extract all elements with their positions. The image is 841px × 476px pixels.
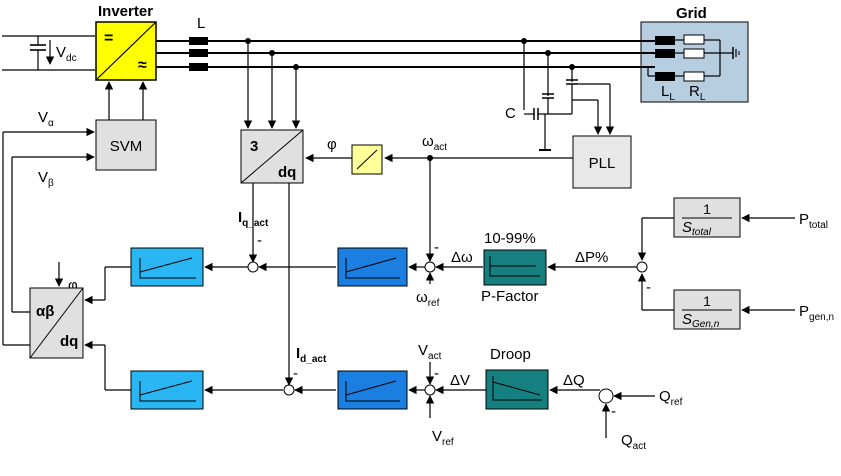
svg-text:-: - [646, 279, 651, 296]
svg-text:-: - [293, 365, 298, 382]
sum-q [598, 388, 614, 404]
filter-capacitors [523, 41, 615, 151]
delta-q-label: ΔQ [563, 372, 585, 389]
vref-label: Vref [432, 428, 454, 448]
grid-title: Grid [676, 5, 707, 22]
iq-act-label: Iq_act [238, 209, 269, 229]
phase-integrator-block [351, 144, 383, 175]
omega-act-label: ωact [422, 133, 447, 153]
v-alpha-label: Vα [38, 109, 54, 129]
pll-label: PLL [589, 155, 616, 172]
phi-label-top: φ [327, 136, 337, 153]
delta-p-label: ΔP% [575, 249, 608, 266]
voltage-controller [337, 370, 408, 410]
svm-label: SVM [110, 138, 143, 155]
alpha-beta-feedback [2, 127, 95, 346]
omega-ref-label: ωref [416, 289, 440, 309]
s-gen-label: SGen,n [682, 311, 720, 330]
id-current-controller [130, 370, 204, 410]
vact-label: Vact [418, 342, 442, 362]
grid-inductance-label: LL [661, 83, 675, 103]
svg-text:-: - [434, 365, 439, 382]
sum-id [283, 384, 295, 396]
dq-alphabeta-transform: αβ dq [29, 287, 84, 359]
pfactor-label: P-Factor [481, 288, 539, 305]
phi-label-left: φ [68, 277, 78, 294]
capacitor-label: C [505, 105, 516, 122]
ptotal-label: Ptotal [799, 211, 828, 231]
svg-text:dq: dq [60, 333, 78, 350]
sum-omega [424, 261, 436, 273]
ptotal-scaling-block: 1 Stotal [673, 197, 741, 238]
svg-text:1: 1 [703, 293, 711, 309]
inductors [156, 37, 208, 71]
pfactor-range-label: 10-99% [484, 230, 536, 247]
vdc-label: Vdc [56, 44, 77, 64]
inverter-block: = ≈ [95, 21, 157, 81]
inverter-title: Inverter [98, 3, 153, 20]
id-act-label: Id_act [296, 345, 327, 365]
svg-text:=: = [104, 30, 113, 47]
droop-title: Droop [490, 346, 531, 363]
svg-text:1: 1 [703, 201, 711, 217]
svg-text:-: - [434, 239, 439, 256]
pll-block [572, 135, 632, 189]
svg-text:αβ: αβ [36, 303, 54, 320]
svg-text:dq: dq [278, 164, 296, 181]
dc-link [2, 35, 95, 71]
abc-dq-transform: 3 dq [240, 129, 304, 184]
droop-block [485, 369, 549, 410]
pgen-label: Pgen,n [799, 303, 834, 323]
svg-text:3: 3 [250, 138, 258, 155]
sum-v [424, 384, 436, 396]
qact-label: Qact [621, 432, 646, 452]
p-factor-block [483, 249, 547, 286]
grid-resistance-label: RL [689, 83, 706, 103]
delta-v-label: ΔV [450, 372, 470, 389]
v-beta-label: Vβ [38, 169, 54, 189]
pgen-scaling-block: 1 SGen,n [673, 289, 741, 330]
svm-block [95, 119, 157, 171]
inductor-label: L [197, 15, 205, 32]
qref-label: Qref [659, 388, 683, 408]
svg-text:≈: ≈ [138, 57, 147, 74]
sum-iq [247, 261, 259, 273]
svg-text:-: - [611, 403, 616, 420]
omega-controller [337, 247, 408, 287]
three-phase-bus [208, 38, 655, 129]
grid-block [640, 21, 749, 103]
s-total-label: Stotal [682, 219, 712, 238]
svg-text:-: - [257, 232, 262, 249]
sum-p [636, 261, 648, 273]
iq-current-controller [130, 247, 204, 287]
delta-omega-label: Δω [451, 249, 473, 266]
